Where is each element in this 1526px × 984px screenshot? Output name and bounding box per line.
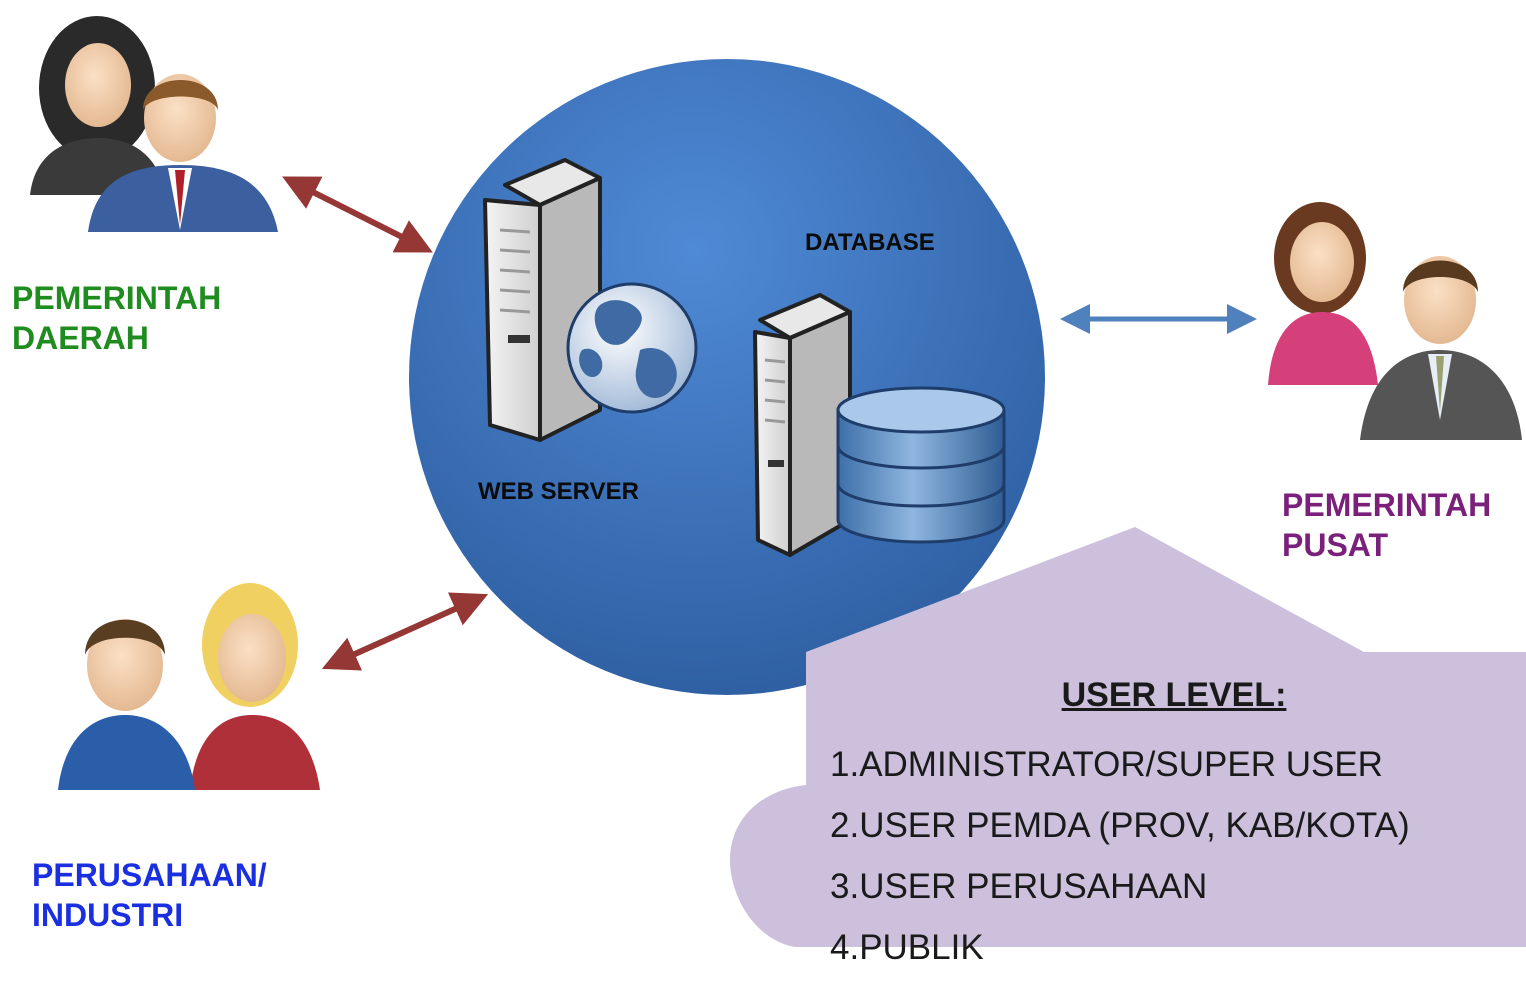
arrow-pemerintah-daerah: [282, 176, 433, 253]
two-people-icon: [58, 583, 320, 790]
list-item: 2.USER PEMDA (PROV, KAB/KOTA): [830, 806, 1410, 845]
user-level-callout: [730, 527, 1526, 947]
two-people-icon: [1268, 202, 1522, 440]
list-item: 1.ADMINISTRATOR/SUPER USER: [830, 745, 1383, 784]
label-pemerintah-daerah: PEMERINTAH DAERAH: [12, 280, 222, 356]
database-server-icon: [753, 293, 852, 557]
diagram-canvas: [30, 16, 1526, 947]
label-perusahaan: PERUSAHAAN/ INDUSTRI: [32, 857, 267, 933]
label-web-server: WEB SERVER: [478, 478, 639, 505]
label-pemerintah-pusat: PEMERINTAH PUSAT: [1282, 487, 1492, 563]
database-cylinder-icon: [836, 386, 1006, 544]
web-server-icon: [483, 158, 602, 442]
user-level-title: USER LEVEL:: [1061, 676, 1287, 714]
list-item: 4.PUBLIK: [830, 928, 984, 967]
arrow-perusahaan: [321, 592, 489, 671]
globe-icon: [566, 282, 698, 414]
label-database: DATABASE: [805, 229, 935, 256]
user-level-list: 1.ADMINISTRATOR/SUPER USER 2.USER PEMDA …: [830, 740, 1410, 984]
two-people-icon: [30, 16, 278, 232]
list-item: 3.USER PERUSAHAAN: [830, 867, 1208, 906]
